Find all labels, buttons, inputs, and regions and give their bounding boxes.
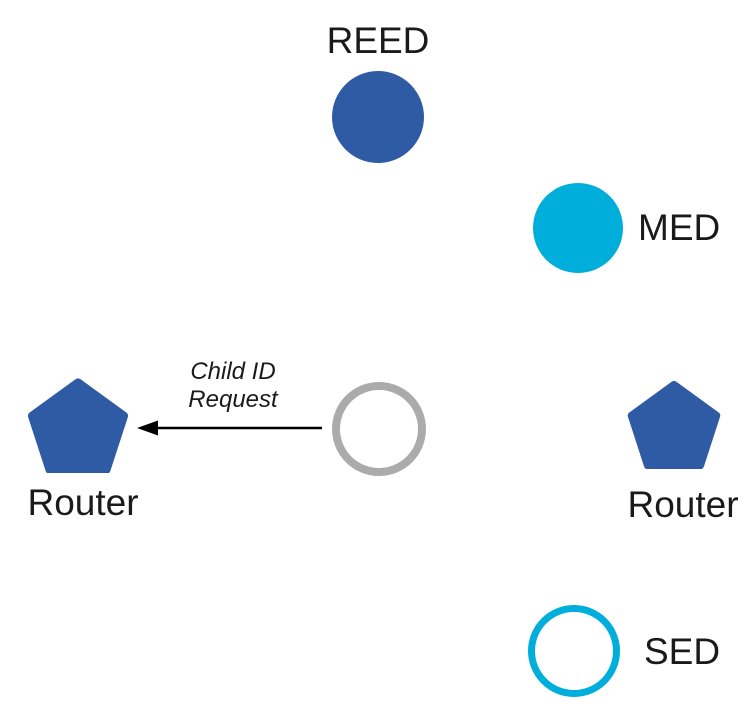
router-right-node-label: Router (627, 484, 739, 525)
message-label-line2: Request (188, 386, 278, 413)
message-label: Child ID Request (143, 358, 323, 414)
router-left-node-label: Router (27, 482, 139, 523)
sed-node-circle (528, 605, 620, 697)
arrow-left-icon (137, 420, 322, 436)
router-right-node-pentagon (626, 379, 722, 469)
med-node-label: MED (638, 207, 721, 248)
message-label-line1: Child ID (190, 358, 276, 385)
joiner-node-circle (332, 382, 426, 476)
router-left-node-pentagon (26, 377, 130, 473)
med-node-circle (533, 183, 623, 273)
reed-node-circle (332, 71, 424, 163)
child-id-request-arrow (136, 414, 326, 442)
reed-node-label: REED (326, 20, 430, 61)
sed-node-label: SED (644, 631, 721, 672)
pentagon-icon (627, 380, 721, 469)
pentagon-icon (27, 378, 129, 473)
